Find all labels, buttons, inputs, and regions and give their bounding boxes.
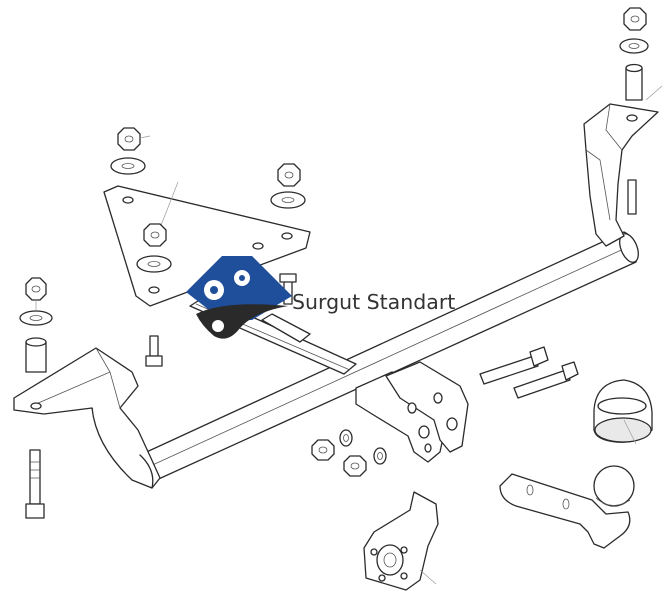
tow-ball-cap (593, 379, 653, 445)
bolt-stack-left (19, 277, 53, 373)
long-bolt-lower (513, 361, 579, 399)
right-side-bracket (583, 103, 659, 247)
tow-ball (499, 465, 635, 549)
ball-mount-plate (355, 361, 469, 463)
pin-right-bracket (627, 179, 637, 215)
socket-bracket (363, 491, 439, 591)
surgut-standart-logo (186, 256, 292, 339)
nut-washer-plate-bottom (136, 223, 172, 273)
bolt-small-left (145, 335, 163, 367)
triangular-plate (103, 181, 311, 307)
left-side-bracket (13, 347, 161, 489)
bolt-stack-right (619, 7, 663, 101)
long-bolt-upper (479, 346, 549, 385)
nut-washer-plate-top-left (110, 127, 151, 175)
nut-washer-plate-top-right (270, 163, 306, 209)
nut-washer-set-center (311, 429, 387, 477)
watermark-text: Surgut Standart (292, 290, 455, 314)
long-bolt-left (25, 449, 45, 519)
